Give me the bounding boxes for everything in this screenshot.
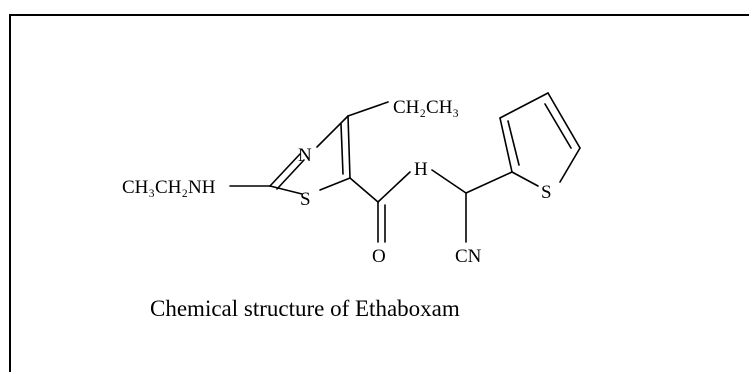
- bond-th-c5-s: [559, 147, 581, 183]
- bond-c2-n3: [269, 153, 301, 187]
- thiazole-n-label: N: [298, 145, 312, 166]
- bond-c4-c5-double: [340, 123, 344, 175]
- thiazole-s-label: S: [300, 189, 311, 210]
- amine-group-label: CH₃CH₂NH: [122, 177, 216, 198]
- figure-caption: Chemical structure of Ethaboxam: [150, 296, 460, 321]
- bonds: [229, 92, 581, 243]
- bond-th-c3-c4: [499, 92, 549, 119]
- atom-labels: CH₃CH₂NH N S CH₂CH₃ O H CN S: [122, 97, 552, 267]
- thiophene-s-label: S: [541, 182, 552, 203]
- bond-c5-s1: [319, 177, 351, 191]
- bond-th-s-c2: [511, 171, 539, 187]
- bond-c4-c5: [347, 115, 351, 179]
- figure-frame: [9, 14, 749, 372]
- nitrile-label: CN: [455, 246, 482, 267]
- bond-s1-c2: [269, 185, 303, 195]
- carbonyl-o-label: O: [372, 246, 386, 267]
- ethyl-group-label: CH₂CH₃: [393, 97, 459, 118]
- bond-h-ch: [431, 169, 467, 194]
- bond-c5-carbonyl: [349, 177, 379, 203]
- bond-th-c2-c3: [499, 117, 513, 173]
- bond-carbonyl-h: [377, 171, 411, 203]
- bond-ch-thiophene: [465, 171, 513, 194]
- bond-th-c4-c5: [547, 92, 581, 149]
- amide-h-label: H: [414, 159, 428, 180]
- bond-c4-ethyl: [347, 101, 389, 117]
- bond-n3-c4: [316, 115, 349, 148]
- bond-th-c4-c5-double: [544, 103, 572, 149]
- bond-th-c2-c3-double: [507, 120, 520, 166]
- bond-c2-n3-double: [276, 159, 305, 190]
